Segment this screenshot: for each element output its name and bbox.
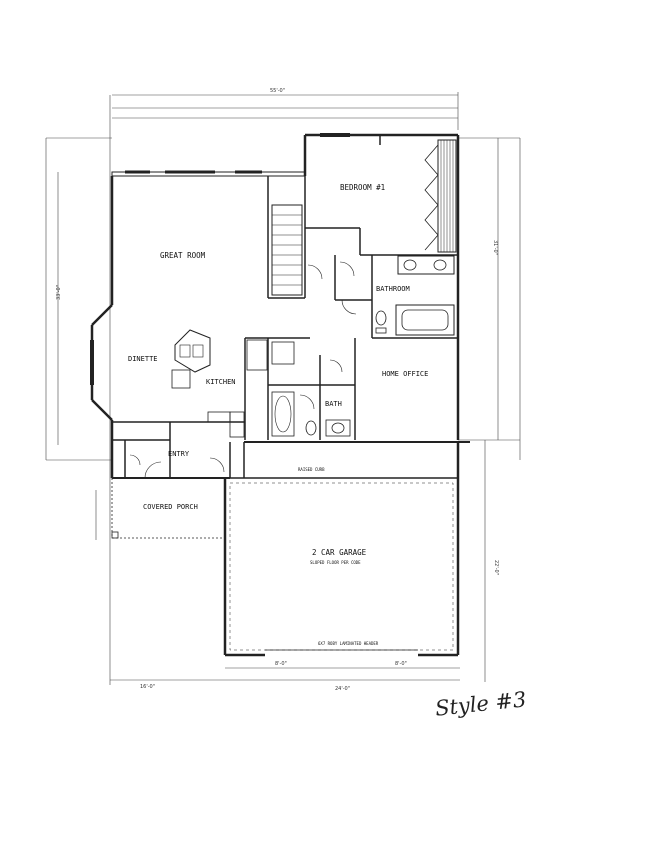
- door-swings: [129, 261, 357, 479]
- room-label-covered-porch: COVERED PORCH: [143, 503, 198, 511]
- room-label-garage: 2 CAR GARAGE: [312, 548, 367, 557]
- dimension-labels: 55'-0" 33'-0" 31'-0" 16'-0" 24'-0" 22'-0…: [56, 88, 499, 692]
- kitchen-fixtures: [171, 329, 295, 438]
- svg-text:8'-0": 8'-0": [395, 661, 407, 667]
- svg-text:31'-0": 31'-0": [492, 240, 498, 255]
- svg-text:33'-0": 33'-0": [56, 285, 62, 300]
- svg-text:55'-0": 55'-0": [270, 88, 285, 94]
- interior-walls: [112, 135, 458, 478]
- svg-text:24'-0": 24'-0": [335, 686, 350, 692]
- room-label-dinette: DINETTE: [128, 355, 158, 363]
- style-label: Style #3: [433, 687, 528, 721]
- room-label-bedroom: BEDROOM #1: [340, 183, 386, 192]
- svg-text:16'-0": 16'-0": [140, 684, 155, 690]
- room-label-bath: BATH: [325, 400, 342, 408]
- room-label-entry: ENTRY: [168, 450, 190, 458]
- svg-text:8'-0": 8'-0": [275, 661, 287, 667]
- covered-porch-outline: [111, 478, 225, 539]
- garage-outline: [223, 442, 460, 657]
- bathroom-fixtures: [375, 255, 455, 336]
- room-label-kitchen: KITCHEN: [206, 378, 236, 386]
- staircase: [271, 204, 303, 296]
- room-label-great-room: GREAT ROOM: [160, 251, 206, 260]
- room-label-bathroom: BATHROOM: [376, 285, 410, 293]
- note-raised-curb: RAISED CURB: [298, 467, 325, 472]
- svg-text:22'-0": 22'-0": [493, 560, 499, 575]
- note-garage-floor: SLOPED FLOOR PER CODE: [310, 560, 361, 565]
- closet-shelving: [424, 139, 457, 253]
- half-bath-fixtures: [271, 391, 351, 437]
- exterior-walls: [90, 133, 470, 479]
- room-label-home-office: HOME OFFICE: [382, 370, 429, 378]
- note-garage-header: 6X7 ROBY LAMINATED HEADER: [318, 641, 379, 646]
- window-marks: [90, 133, 350, 385]
- dimension-lines: [45, 92, 521, 685]
